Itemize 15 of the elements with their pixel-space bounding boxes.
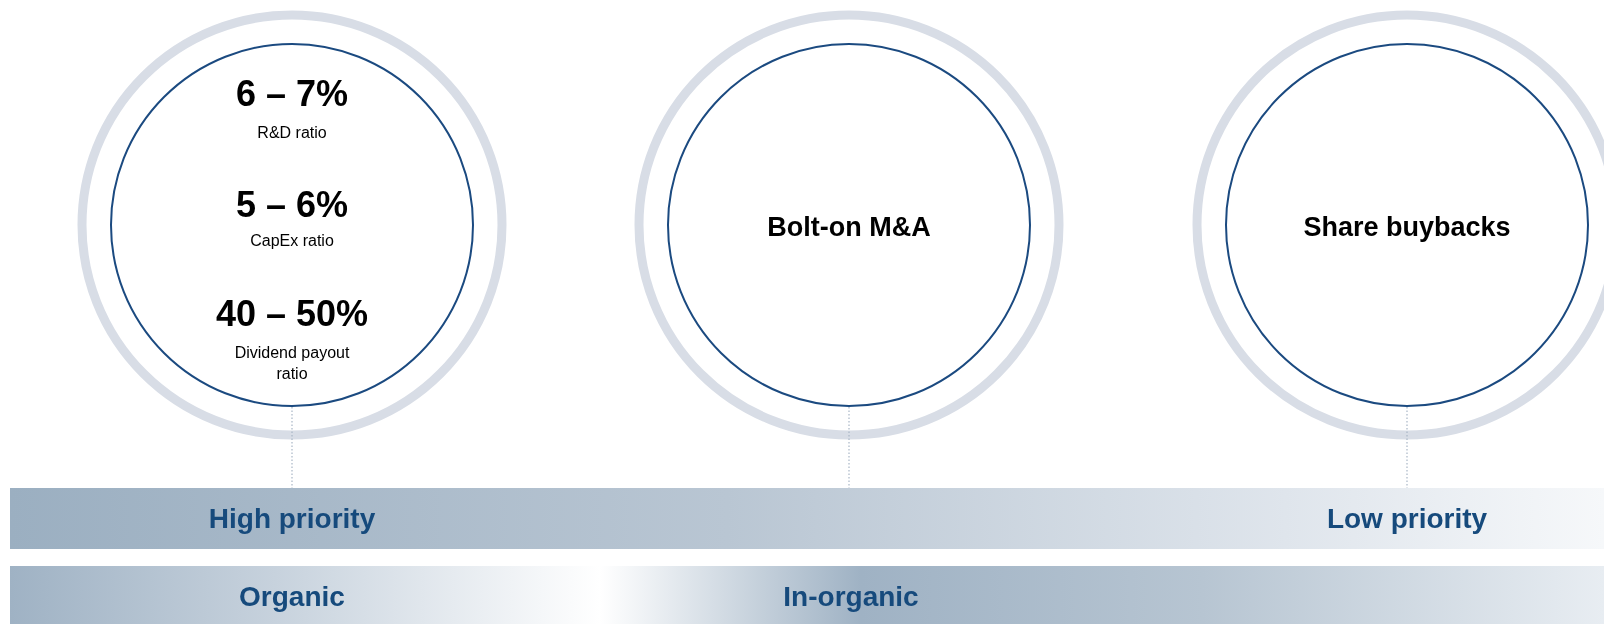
band-label: Low priority [1326,503,1488,535]
connector-line [848,406,850,489]
metric-label: Dividend payout ratio [233,343,351,384]
percentage-value: 5 – 6% [235,184,349,226]
band-label: In-organic [783,581,919,613]
percentage-value: 6 – 7% [235,73,349,115]
gradient-band [10,488,1604,549]
band-label: Organic [239,581,345,613]
circle-title: Share buybacks [1303,211,1511,243]
percentage-value: 40 – 50% [215,293,369,335]
metric-label: R&D ratio [257,122,327,143]
band-label: High priority [208,503,376,535]
connector-line [1406,406,1408,489]
circle-title: Bolt-on M&A [767,211,931,243]
metric-label: CapEx ratio [250,230,334,251]
